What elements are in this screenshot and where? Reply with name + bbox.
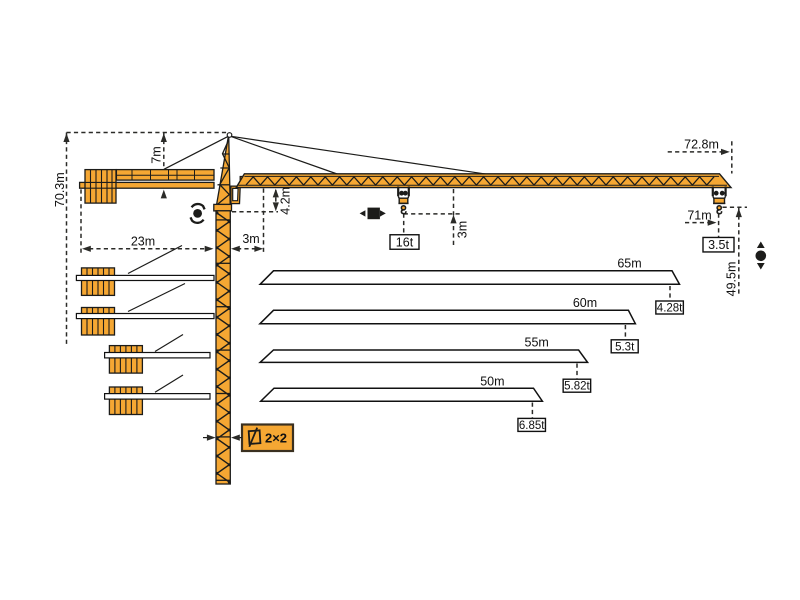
svg-text:7m: 7m [149,146,163,163]
svg-text:4.2m: 4.2m [278,187,292,215]
svg-text:50m: 50m [480,374,504,388]
svg-text:3m: 3m [242,232,259,246]
svg-text:3m: 3m [456,221,470,238]
svg-text:71m: 71m [687,209,711,223]
svg-text:72.8m: 72.8m [684,138,719,152]
svg-text:16t: 16t [396,235,414,249]
svg-text:2×2: 2×2 [265,431,287,446]
svg-text:5.3t: 5.3t [615,341,635,353]
svg-text:6.85t: 6.85t [519,420,545,432]
svg-text:70.3m: 70.3m [53,172,67,207]
svg-text:60m: 60m [573,296,597,310]
svg-text:23m: 23m [131,235,155,249]
svg-text:4.28t: 4.28t [657,303,683,315]
svg-text:65m: 65m [617,256,641,270]
svg-text:3.5t: 3.5t [708,238,729,252]
svg-text:55m: 55m [525,336,549,350]
svg-text:49.5m: 49.5m [724,262,738,297]
svg-text:5.82t: 5.82t [564,381,590,393]
